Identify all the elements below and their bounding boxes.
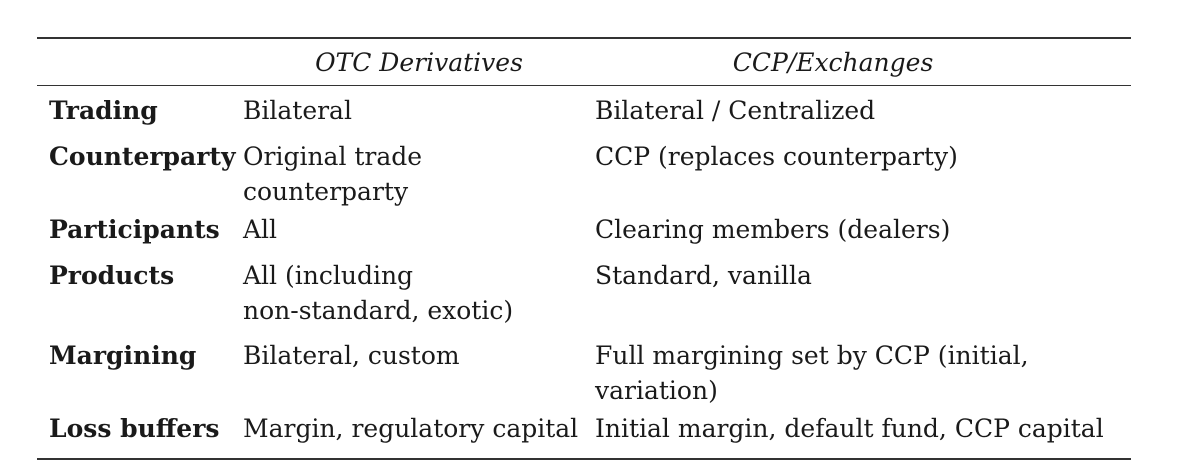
table-body: Trading Bilateral Bilateral / Centralize… [37,90,1131,458]
page: { "table": { "headers": { "label": "", "… [37,37,1131,460]
header-ccp-exchanges: CCP/Exchanges [732,47,934,77]
row-label: Trading [49,96,158,125]
otc-cell: All (including non-standard, exotic) [243,258,595,328]
ccp-cell: CCP (replaces counterparty) [595,142,958,171]
row-label: Loss buffers [49,414,220,443]
comparison-table: OTC Derivatives CCP/Exchanges Trading Bi… [37,37,1131,460]
otc-cell-line-1: All (including [243,261,414,290]
table-row-counterparty: Counterparty Original trade counterparty… [37,136,1131,209]
table-row-margining: Margining Bilateral, custom Full margini… [37,335,1131,408]
otc-cell-line-2: non-standard, exotic) [243,296,514,325]
otc-cell: Bilateral [243,96,352,125]
otc-cell: All [243,215,278,244]
otc-cell: Bilateral, custom [243,341,460,370]
row-label: Counterparty [49,142,236,171]
ccp-cell: Initial margin, default fund, CCP capita… [595,414,1104,443]
ccp-cell: Full margining set by CCP (initial, vari… [595,341,1029,405]
ccp-cell: Bilateral / Centralized [595,96,876,125]
row-label: Margining [49,341,197,370]
table-row-participants: Participants All Clearing members (deale… [37,209,1131,255]
table-row-loss-buffers: Loss buffers Margin, regulatory capital … [37,408,1131,454]
header-otc-derivatives: OTC Derivatives [315,47,523,77]
otc-cell: Original trade counterparty [243,142,423,206]
ccp-cell: Standard, vanilla [595,261,812,290]
ccp-cell: Clearing members (dealers) [595,215,951,244]
row-label: Participants [49,215,220,244]
table-header-row: OTC Derivatives CCP/Exchanges [37,39,1131,86]
row-label: Products [49,261,175,290]
table-row-trading: Trading Bilateral Bilateral / Centralize… [37,90,1131,136]
otc-cell: Margin, regulatory capital [243,414,579,443]
table-row-products: Products All (including non-standard, ex… [37,255,1131,335]
